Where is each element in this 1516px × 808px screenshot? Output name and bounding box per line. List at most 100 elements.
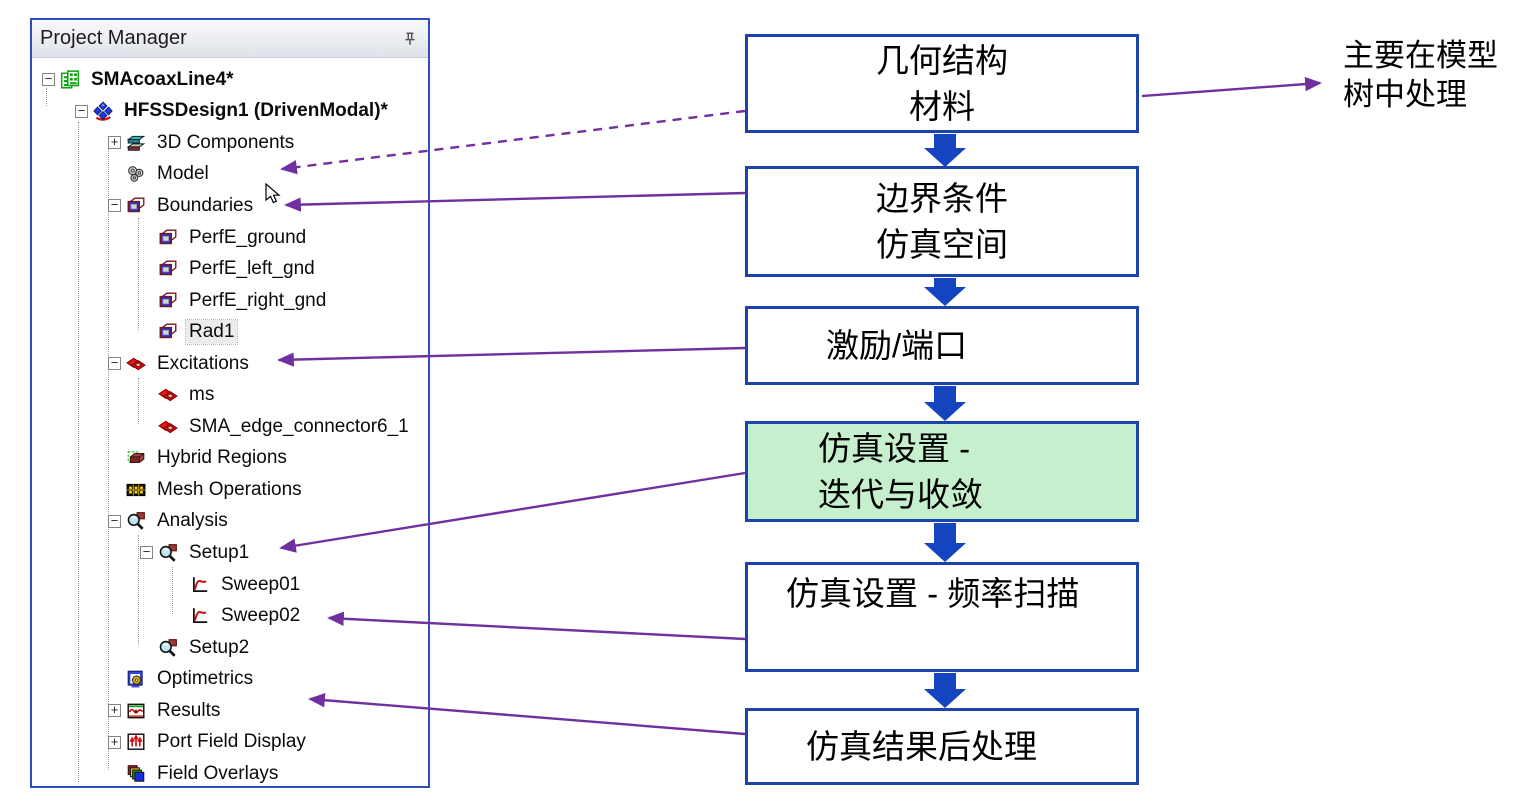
tree-item-excitations[interactable]: − Excitations (32, 348, 428, 380)
expander-spacer (140, 263, 153, 276)
panel-title: Project Manager (40, 27, 187, 49)
tree-item-sweep01[interactable]: Sweep01 (32, 569, 428, 601)
flow-arrow-down (924, 386, 966, 421)
minus-expander-icon[interactable]: − (140, 545, 153, 560)
panel-header: Project Manager (32, 20, 428, 58)
flow-box-setup-convergence: 仿真设置 - 迭代与收敛 (745, 421, 1139, 522)
tree-item-analysis[interactable]: − Analysis (32, 506, 428, 538)
tree-item-label: Optimetrics (157, 668, 254, 690)
tree-item-label: Field Overlays (157, 762, 279, 784)
tree-item-label: PerfE_left_gnd (189, 258, 315, 280)
hybrid-icon (126, 448, 147, 468)
results-icon (126, 701, 147, 721)
tree-item-label: Analysis (157, 510, 228, 532)
tree-item-optimetrics[interactable]: Optimetrics (32, 663, 428, 695)
tree-item-rad1[interactable]: Rad1 (32, 316, 428, 348)
tree-item-label: Setup1 (189, 541, 250, 563)
pushpin-icon[interactable] (402, 31, 418, 47)
tree-item-label: Hybrid Regions (157, 447, 287, 469)
mesh-icon (126, 480, 147, 500)
boundary-icon (126, 196, 147, 216)
expander-spacer (140, 420, 153, 433)
flow-box-label: 几何结构 (876, 41, 1008, 79)
flow-arrow-down (924, 278, 966, 306)
tree-item-label: HFSSDesign1 (DrivenModal)* (124, 100, 388, 122)
boundary-icon (158, 322, 179, 342)
tree-item-perfe-ground[interactable]: PerfE_ground (32, 222, 428, 254)
expander-spacer (172, 610, 185, 623)
tree-guide-line (138, 378, 139, 424)
tree-item-setup2[interactable]: Setup2 (32, 632, 428, 664)
flow-box-label: 仿真结果后处理 (806, 727, 1037, 765)
flow-box-post-processing: 仿真结果后处理 (745, 708, 1139, 785)
flow-arrow-down (924, 134, 966, 167)
expander-spacer (140, 294, 153, 307)
tree-item-boundaries[interactable]: − Boundaries (32, 190, 428, 222)
tree-item-results[interactable]: + Results (32, 695, 428, 727)
flow-box-label: 迭代与收敛 (818, 475, 983, 513)
tree-item-perfe-left-gnd[interactable]: PerfE_left_gnd (32, 253, 428, 285)
boundary-icon (158, 291, 179, 311)
annotation-model-tree: 主要在模型 树中处理 (1343, 36, 1498, 114)
expander-spacer (140, 326, 153, 339)
tree-item-label: Excitations (157, 352, 249, 374)
project-manager-panel: Project Manager −SMAcoaxLine4*−HFSSDesig… (30, 18, 430, 788)
flow-box-boundary-conditions: 边界条件 仿真空间 (745, 166, 1139, 277)
components-icon (126, 133, 147, 153)
tree-item-label: Setup2 (189, 636, 250, 658)
minus-expander-icon[interactable]: − (75, 104, 88, 118)
portfield-icon (126, 732, 147, 752)
tree-item-hybrid-regions[interactable]: Hybrid Regions (32, 443, 428, 475)
tree-item-field-overlays[interactable]: Field Overlays (32, 758, 428, 790)
tree-item-sma-edge-connector6-1[interactable]: SMA_edge_connector6_1 (32, 411, 428, 443)
flow-box-label: 仿真设置 - 频率扫描 (786, 575, 1080, 612)
link-arrow-geometry-to-annotation (1141, 76, 1322, 98)
expander-spacer (140, 231, 153, 244)
flow-box-geometry-materials: 几何结构 材料 (745, 34, 1139, 133)
fieldoverlays-icon (126, 764, 147, 784)
tree-item-label: Results (157, 699, 221, 721)
tree-item-label: SMAcoaxLine4* (91, 68, 234, 90)
tree-item-label: Sweep02 (221, 605, 301, 627)
flow-box-label: 材料 (909, 87, 975, 125)
annotation-line: 树中处理 (1343, 77, 1467, 112)
tree-item-3d-components[interactable]: +3D Components (32, 127, 428, 159)
design-icon (93, 101, 114, 122)
tree-item-label: Port Field Display (157, 731, 306, 753)
expander-spacer (108, 767, 121, 780)
tree-item-hfssdesign1-drivenmodal[interactable]: − HFSSDesign1 (DrivenModal)* (32, 96, 428, 128)
tree-item-label: Rad1 (184, 319, 239, 346)
minus-expander-icon[interactable]: − (108, 514, 121, 528)
flow-box-excitation-ports: 激励/端口 (745, 306, 1139, 385)
tree-item-label: Boundaries (157, 194, 254, 216)
minus-expander-icon[interactable]: − (108, 356, 121, 371)
tree-item-smacoaxline4[interactable]: − SMAcoaxLine4* (32, 64, 428, 96)
tree-item-label: SMA_edge_connector6_1 (189, 415, 409, 437)
tree-item-model[interactable]: Model (32, 159, 428, 191)
plus-expander-icon[interactable]: + (108, 135, 121, 150)
tree-guide-line (78, 122, 79, 782)
excitation-icon (158, 385, 179, 405)
plus-expander-icon[interactable]: + (108, 703, 121, 718)
project-icon (60, 70, 81, 90)
tree-item-setup1[interactable]: − Setup1 (32, 537, 428, 569)
tree-item-perfe-right-gnd[interactable]: PerfE_right_gnd (32, 285, 428, 317)
tree-guide-line (172, 567, 173, 614)
tree-guide-line (138, 535, 139, 645)
minus-expander-icon[interactable]: − (42, 72, 55, 87)
minus-expander-icon[interactable]: − (108, 198, 121, 213)
excitation-icon (158, 417, 179, 437)
tree-item-ms[interactable]: ms (32, 379, 428, 411)
tree-guide-line (138, 218, 139, 330)
sweep-icon (190, 575, 211, 595)
tree-item-sweep02[interactable]: Sweep02 (32, 600, 428, 632)
optimetrics-icon (126, 669, 147, 689)
sweep-icon (190, 606, 211, 626)
tree-item-port-field-display[interactable]: + Port Field Display (32, 726, 428, 758)
boundary-icon (158, 228, 179, 248)
tree-item-label: Sweep01 (221, 573, 301, 595)
tree-item-mesh-operations[interactable]: Mesh Operations (32, 474, 428, 506)
plus-expander-icon[interactable]: + (108, 735, 121, 749)
flow-box-frequency-sweep: 仿真设置 - 频率扫描 (745, 562, 1139, 672)
